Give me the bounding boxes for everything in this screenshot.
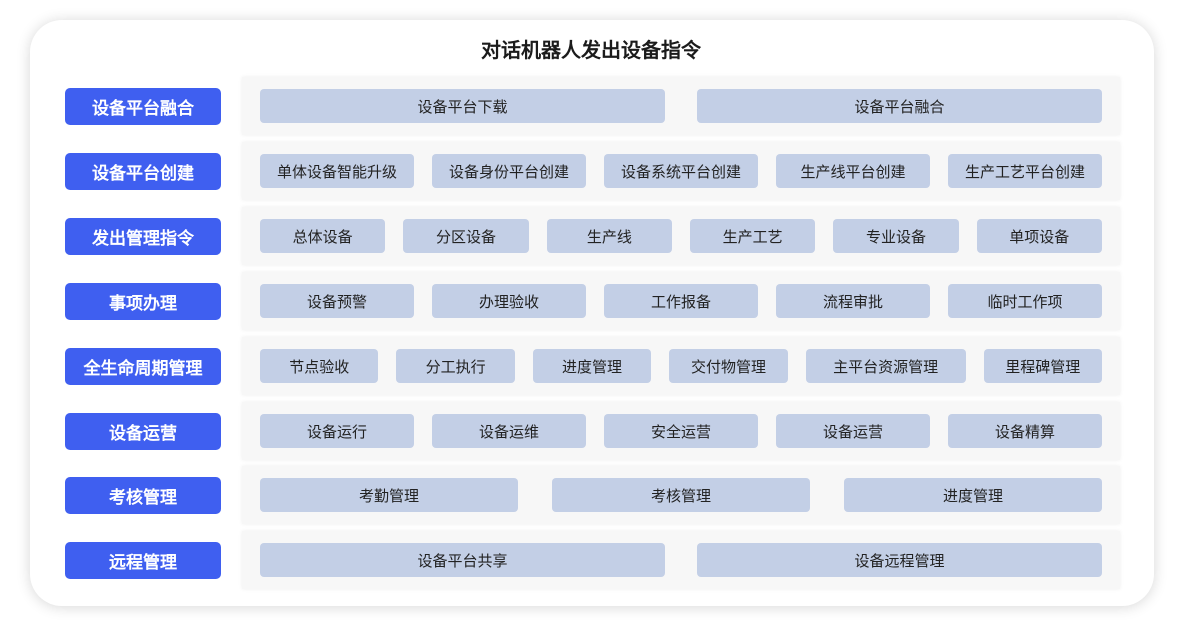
row-panel: 考勤管理 考核管理 进度管理 bbox=[242, 466, 1120, 524]
row-7: 远程管理 设备平台共享 设备远程管理 bbox=[65, 531, 1120, 589]
row-panel: 设备运行 设备运维 安全运营 设备运营 设备精算 bbox=[242, 402, 1120, 460]
row-panel: 设备平台下载 设备平台融合 bbox=[242, 77, 1120, 135]
item-pill: 设备运行 bbox=[260, 414, 414, 448]
item-pill: 分区设备 bbox=[403, 219, 529, 253]
row-1: 设备平台创建 单体设备智能升级 设备身份平台创建 设备系统平台创建 生产线平台创… bbox=[65, 142, 1120, 200]
category-label: 发出管理指令 bbox=[65, 217, 221, 255]
row-panel: 单体设备智能升级 设备身份平台创建 设备系统平台创建 生产线平台创建 生产工艺平… bbox=[242, 142, 1120, 200]
item-pill: 分工执行 bbox=[396, 349, 515, 383]
row-panel: 设备平台共享 设备远程管理 bbox=[242, 531, 1120, 589]
category-label: 远程管理 bbox=[65, 541, 221, 579]
item-pill: 设备平台共享 bbox=[260, 543, 665, 577]
item-pill: 设备预警 bbox=[260, 284, 414, 318]
item-pill: 里程碑管理 bbox=[983, 349, 1102, 383]
category-label: 考核管理 bbox=[65, 476, 221, 514]
item-pill: 流程审批 bbox=[776, 284, 930, 318]
item-pill: 单项设备 bbox=[976, 219, 1102, 253]
item-pill: 专业设备 bbox=[833, 219, 959, 253]
item-pill: 临时工作项 bbox=[948, 284, 1102, 318]
item-pill: 生产线平台创建 bbox=[776, 154, 930, 188]
row-panel: 总体设备 分区设备 生产线 生产工艺 专业设备 单项设备 bbox=[242, 207, 1120, 265]
item-pill: 设备运维 bbox=[432, 414, 586, 448]
category-label: 设备平台融合 bbox=[65, 87, 221, 125]
item-pill: 办理验收 bbox=[432, 284, 586, 318]
item-pill: 设备远程管理 bbox=[697, 543, 1102, 577]
row-3: 事项办理 设备预警 办理验收 工作报备 流程审批 临时工作项 bbox=[65, 272, 1120, 330]
item-pill: 生产线 bbox=[546, 219, 672, 253]
item-pill: 进度管理 bbox=[844, 478, 1102, 512]
item-pill: 设备身份平台创建 bbox=[432, 154, 586, 188]
row-4: 全生命周期管理 节点验收 分工执行 进度管理 交付物管理 主平台资源管理 里程碑… bbox=[65, 337, 1120, 395]
item-pill: 生产工艺 bbox=[689, 219, 816, 253]
row-panel: 设备预警 办理验收 工作报备 流程审批 临时工作项 bbox=[242, 272, 1120, 330]
item-pill: 交付物管理 bbox=[669, 349, 788, 383]
item-pill: 单体设备智能升级 bbox=[260, 154, 414, 188]
row-panel: 节点验收 分工执行 进度管理 交付物管理 主平台资源管理 里程碑管理 bbox=[242, 337, 1120, 395]
category-label: 设备平台创建 bbox=[65, 152, 221, 190]
row-5: 设备运营 设备运行 设备运维 安全运营 设备运营 设备精算 bbox=[65, 402, 1120, 460]
item-pill: 考核管理 bbox=[552, 478, 810, 512]
item-pill: 工作报备 bbox=[604, 284, 758, 318]
category-label: 全生命周期管理 bbox=[65, 347, 221, 385]
item-pill: 设备平台融合 bbox=[697, 89, 1102, 123]
category-label: 事项办理 bbox=[65, 282, 221, 320]
item-pill: 设备运营 bbox=[776, 414, 930, 448]
row-2: 发出管理指令 总体设备 分区设备 生产线 生产工艺 专业设备 单项设备 bbox=[65, 207, 1120, 265]
row-0: 设备平台融合 设备平台下载 设备平台融合 bbox=[65, 77, 1120, 135]
item-pill: 设备平台下载 bbox=[260, 89, 665, 123]
item-pill: 进度管理 bbox=[532, 349, 652, 383]
item-pill: 节点验收 bbox=[260, 349, 379, 383]
row-6: 考核管理 考勤管理 考核管理 进度管理 bbox=[65, 466, 1120, 524]
item-pill: 安全运营 bbox=[604, 414, 758, 448]
item-pill: 生产工艺平台创建 bbox=[948, 154, 1102, 188]
item-pill: 主平台资源管理 bbox=[805, 349, 966, 383]
item-pill: 设备系统平台创建 bbox=[604, 154, 758, 188]
item-pill: 考勤管理 bbox=[260, 478, 518, 512]
category-label: 设备运营 bbox=[65, 412, 221, 450]
item-pill: 设备精算 bbox=[948, 414, 1102, 448]
item-pill: 总体设备 bbox=[260, 219, 386, 253]
diagram-title: 对话机器人发出设备指令 bbox=[481, 38, 701, 62]
